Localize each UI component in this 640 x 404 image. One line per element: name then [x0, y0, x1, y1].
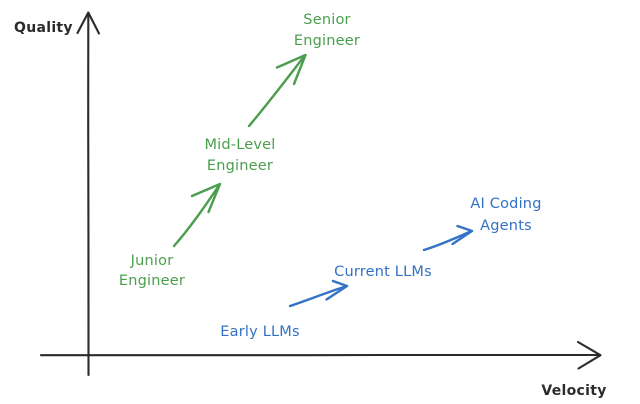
arrow-mid-to-senior-head — [275, 53, 307, 86]
label-junior-engineer: Junior Engineer — [119, 253, 185, 289]
label-mid-level-engineer-line1: Mid-Level — [204, 137, 275, 153]
label-senior-engineer-line1: Senior — [303, 12, 350, 28]
arrow-junior-to-mid-head — [190, 182, 222, 214]
arrow-mid-to-senior — [247, 55, 306, 128]
arrow-current-to-agents-head — [451, 224, 474, 246]
label-junior-engineer-line2: Engineer — [119, 273, 185, 289]
arrow-early-to-current-head — [325, 279, 349, 301]
ai-track-arrows — [288, 224, 474, 308]
label-ai-coding-agents-line1: AI Coding — [470, 196, 541, 212]
y-axis-arrowhead — [76, 11, 101, 35]
label-senior-engineer: Senior Engineer — [294, 12, 360, 49]
label-mid-level-engineer: Mid-Level Engineer — [204, 137, 275, 174]
axis-group — [39, 11, 602, 377]
x-axis-arrowhead — [576, 340, 602, 370]
label-junior-engineer-line1: Junior — [130, 253, 174, 269]
label-current-llms: Current LLMs — [334, 264, 432, 280]
arrow-early-to-current — [288, 285, 347, 308]
label-ai-coding-agents: AI Coding Agents — [470, 196, 541, 234]
label-senior-engineer-line2: Engineer — [294, 33, 360, 49]
label-ai-coding-agents-line2: Agents — [480, 218, 532, 234]
arrow-current-to-agents — [422, 230, 472, 252]
arrow-junior-to-mid — [172, 184, 221, 248]
y-axis-label: Quality — [14, 20, 73, 36]
label-current-llms-line1: Current LLMs — [334, 264, 432, 280]
label-early-llms: Early LLMs — [220, 324, 299, 340]
label-mid-level-engineer-line2: Engineer — [207, 158, 273, 174]
label-early-llms-line1: Early LLMs — [220, 324, 299, 340]
x-axis-label: Velocity — [541, 383, 606, 399]
human-track-arrows — [172, 53, 307, 248]
